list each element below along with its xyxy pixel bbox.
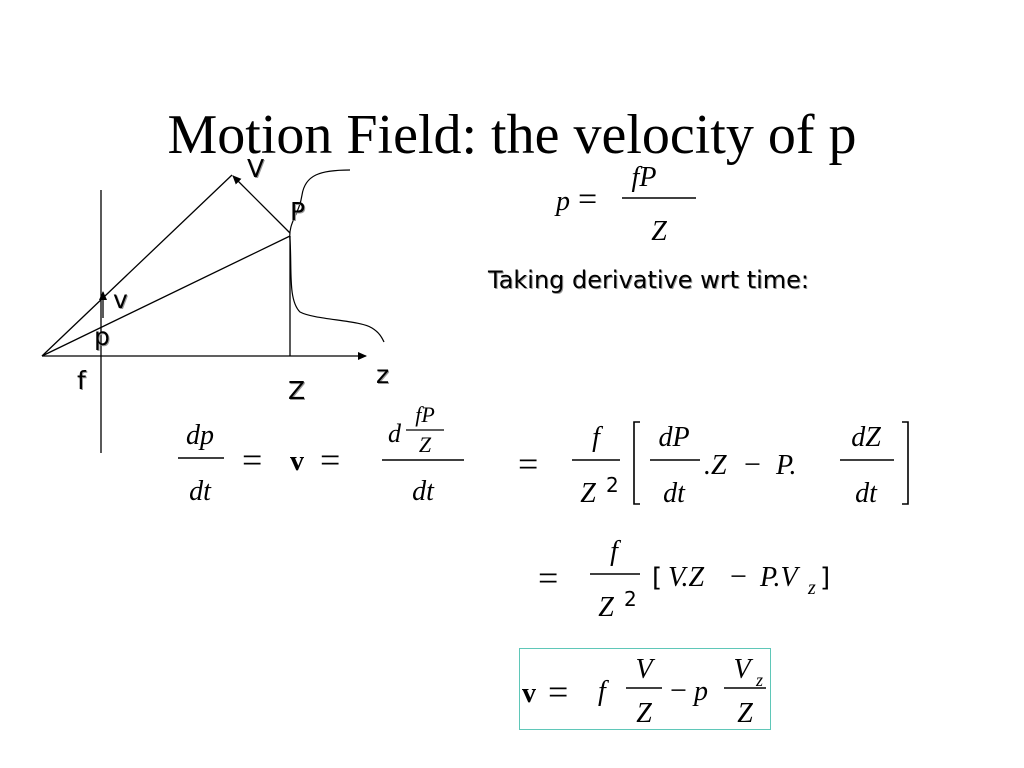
svg-text:=: = bbox=[242, 440, 262, 480]
projection-equation: p = fP Z bbox=[554, 162, 696, 247]
svg-text:dP: dP bbox=[658, 422, 689, 453]
result-equation: v = f V Z − p V z Z bbox=[522, 654, 766, 728]
expansion-equation: = f Z 2 dP dt .Z − P. dZ dt bbox=[518, 421, 909, 509]
svg-text:V: V bbox=[733, 654, 753, 685]
label-P: P bbox=[290, 197, 306, 226]
svg-text:dt: dt bbox=[412, 476, 435, 507]
svg-text:Z: Z bbox=[651, 216, 667, 247]
label-V: V bbox=[247, 154, 265, 183]
svg-text:=: = bbox=[518, 444, 538, 484]
svg-text:Z: Z bbox=[737, 698, 753, 728]
svg-text:P.V: P.V bbox=[759, 562, 800, 593]
svg-text:[: [ bbox=[652, 563, 662, 593]
svg-text:Z: Z bbox=[419, 432, 432, 457]
svg-text:p: p bbox=[554, 186, 570, 217]
svg-text:f: f bbox=[598, 676, 609, 707]
derivative-subtitle: Taking derivative wrt time: bbox=[488, 266, 809, 294]
ray-line-upper bbox=[41, 174, 233, 357]
svg-text:=: = bbox=[538, 558, 558, 598]
svg-text:]: ] bbox=[820, 563, 830, 593]
svg-text:fP: fP bbox=[415, 402, 435, 427]
svg-text:−: − bbox=[744, 448, 761, 481]
label-p: p bbox=[94, 322, 110, 351]
svg-text:Z: Z bbox=[580, 478, 596, 509]
velocity-V-arrow bbox=[232, 175, 291, 234]
svg-text:p: p bbox=[692, 676, 708, 707]
svg-text:=: = bbox=[578, 181, 597, 218]
svg-text:d: d bbox=[388, 419, 402, 448]
svg-text:fP: fP bbox=[632, 162, 657, 193]
label-f: f bbox=[77, 366, 86, 395]
simplified-equation: = f Z 2 [ V.Z − P.V z ] bbox=[538, 536, 830, 623]
svg-text:z: z bbox=[755, 670, 763, 690]
object-surface-curve bbox=[289, 169, 385, 343]
svg-text:V.Z: V.Z bbox=[668, 562, 704, 593]
svg-text:f: f bbox=[610, 536, 621, 567]
svg-text:=: = bbox=[548, 672, 568, 712]
svg-text:Z: Z bbox=[598, 592, 614, 623]
svg-text:=: = bbox=[320, 440, 340, 480]
svg-text:dZ: dZ bbox=[851, 422, 881, 453]
svg-text:dt: dt bbox=[189, 476, 212, 507]
svg-text:P.: P. bbox=[775, 450, 797, 481]
svg-text:2: 2 bbox=[606, 473, 619, 497]
svg-text:dt: dt bbox=[663, 478, 686, 509]
svg-text:f: f bbox=[592, 422, 603, 453]
svg-text:.Z: .Z bbox=[704, 450, 727, 481]
slide-title: Motion Field: the velocity of p bbox=[167, 104, 857, 166]
svg-text:−: − bbox=[670, 674, 687, 707]
derivative-equation: dp dt = v = d fP Z dt bbox=[178, 402, 464, 507]
svg-text:Z: Z bbox=[636, 698, 652, 728]
result-box bbox=[519, 648, 771, 730]
svg-text:z: z bbox=[807, 577, 816, 599]
svg-text:V: V bbox=[635, 654, 655, 685]
svg-text:v: v bbox=[522, 678, 536, 709]
svg-text:2: 2 bbox=[624, 587, 637, 611]
svg-text:v: v bbox=[290, 446, 304, 477]
label-v: v bbox=[113, 285, 128, 314]
label-Z: Z bbox=[288, 376, 306, 405]
svg-text:−: − bbox=[730, 560, 747, 593]
svg-text:dp: dp bbox=[186, 420, 214, 451]
ray-line-P bbox=[41, 235, 291, 357]
svg-text:dt: dt bbox=[855, 478, 878, 509]
label-z: z bbox=[376, 360, 390, 389]
